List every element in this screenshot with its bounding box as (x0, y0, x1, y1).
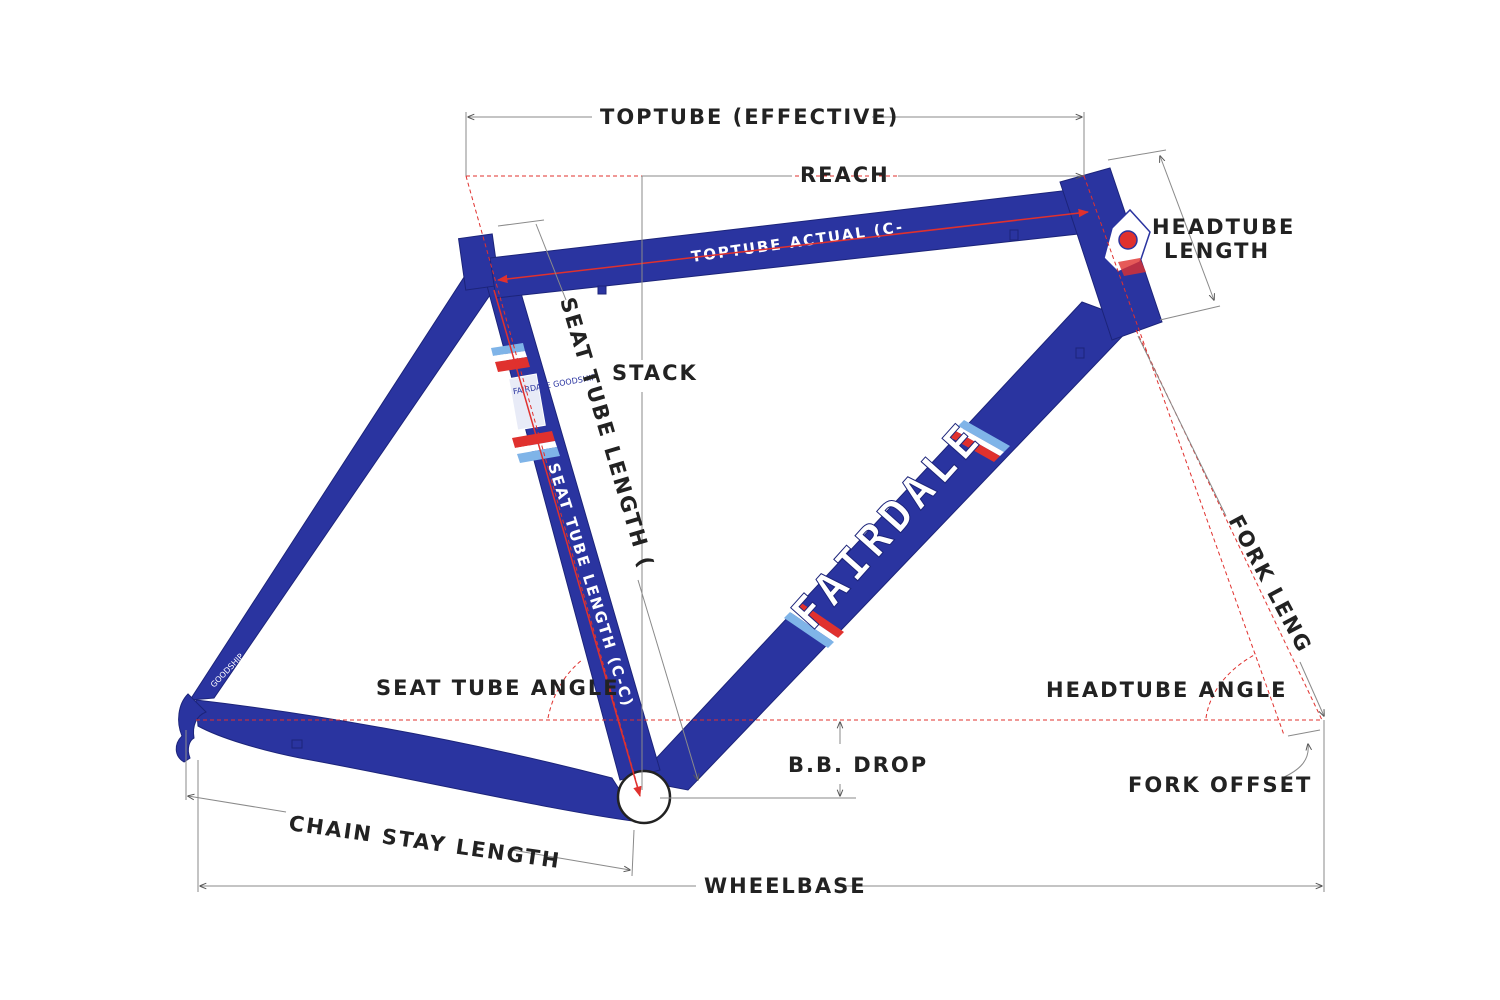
label-head-tube-length-2: LENGTH (1164, 239, 1270, 263)
seat-tube-stripes-top (491, 343, 530, 372)
cable-guide (597, 285, 607, 295)
seat-stay (189, 267, 493, 701)
label-chain-stay-length: CHAIN STAY LENGTH (287, 811, 562, 873)
top-tube-actual-arrow (496, 208, 1090, 284)
down-tube-brand: FAIRDALE (782, 411, 993, 639)
cable-guide (1009, 229, 1019, 241)
seat-tube-ct-dim (535, 223, 567, 301)
chain-stay (195, 699, 641, 823)
head-axis-guide (1083, 175, 1285, 736)
label-wheelbase: WHEELBASE (704, 874, 867, 898)
cable-guide (291, 739, 303, 749)
dimension-lines (185, 112, 1324, 892)
fork-offset-pointer (1281, 744, 1308, 779)
down-tube-stripes-lower (784, 602, 844, 648)
label-top-tube-effective: TOPTUBE (EFFECTIVE) (600, 105, 899, 129)
cable-guide (1075, 347, 1085, 359)
down-tube-stripes-upper (948, 420, 1010, 462)
red-measure-arrows (493, 208, 1090, 798)
label-bb-drop: B.B. DROP (788, 753, 928, 777)
label-stack: STACK (612, 361, 698, 385)
label-seat-tube-angle: SEAT TUBE ANGLE (376, 676, 620, 700)
seat-tube-cc-arrow (493, 289, 642, 798)
seat-tube-stripes-bottom (512, 431, 560, 463)
head-badge-icon (1103, 208, 1151, 276)
head-tube-length-dim (1160, 156, 1214, 300)
label-head-tube-angle: HEADTUBE ANGLE (1046, 678, 1287, 702)
chain-stay-length-dim (188, 796, 287, 813)
fork-length-dim (1137, 335, 1227, 517)
seat-axis-guide (465, 175, 641, 796)
head-angle-arc (1205, 653, 1257, 719)
label-head-tube-length-1: HEADTUBE (1152, 215, 1295, 239)
bottom-bracket-shell (616, 769, 672, 825)
rear-dropout (175, 693, 207, 763)
label-fork-offset: FORK OFFSET (1128, 773, 1312, 797)
label-reach: REACH (800, 163, 890, 187)
